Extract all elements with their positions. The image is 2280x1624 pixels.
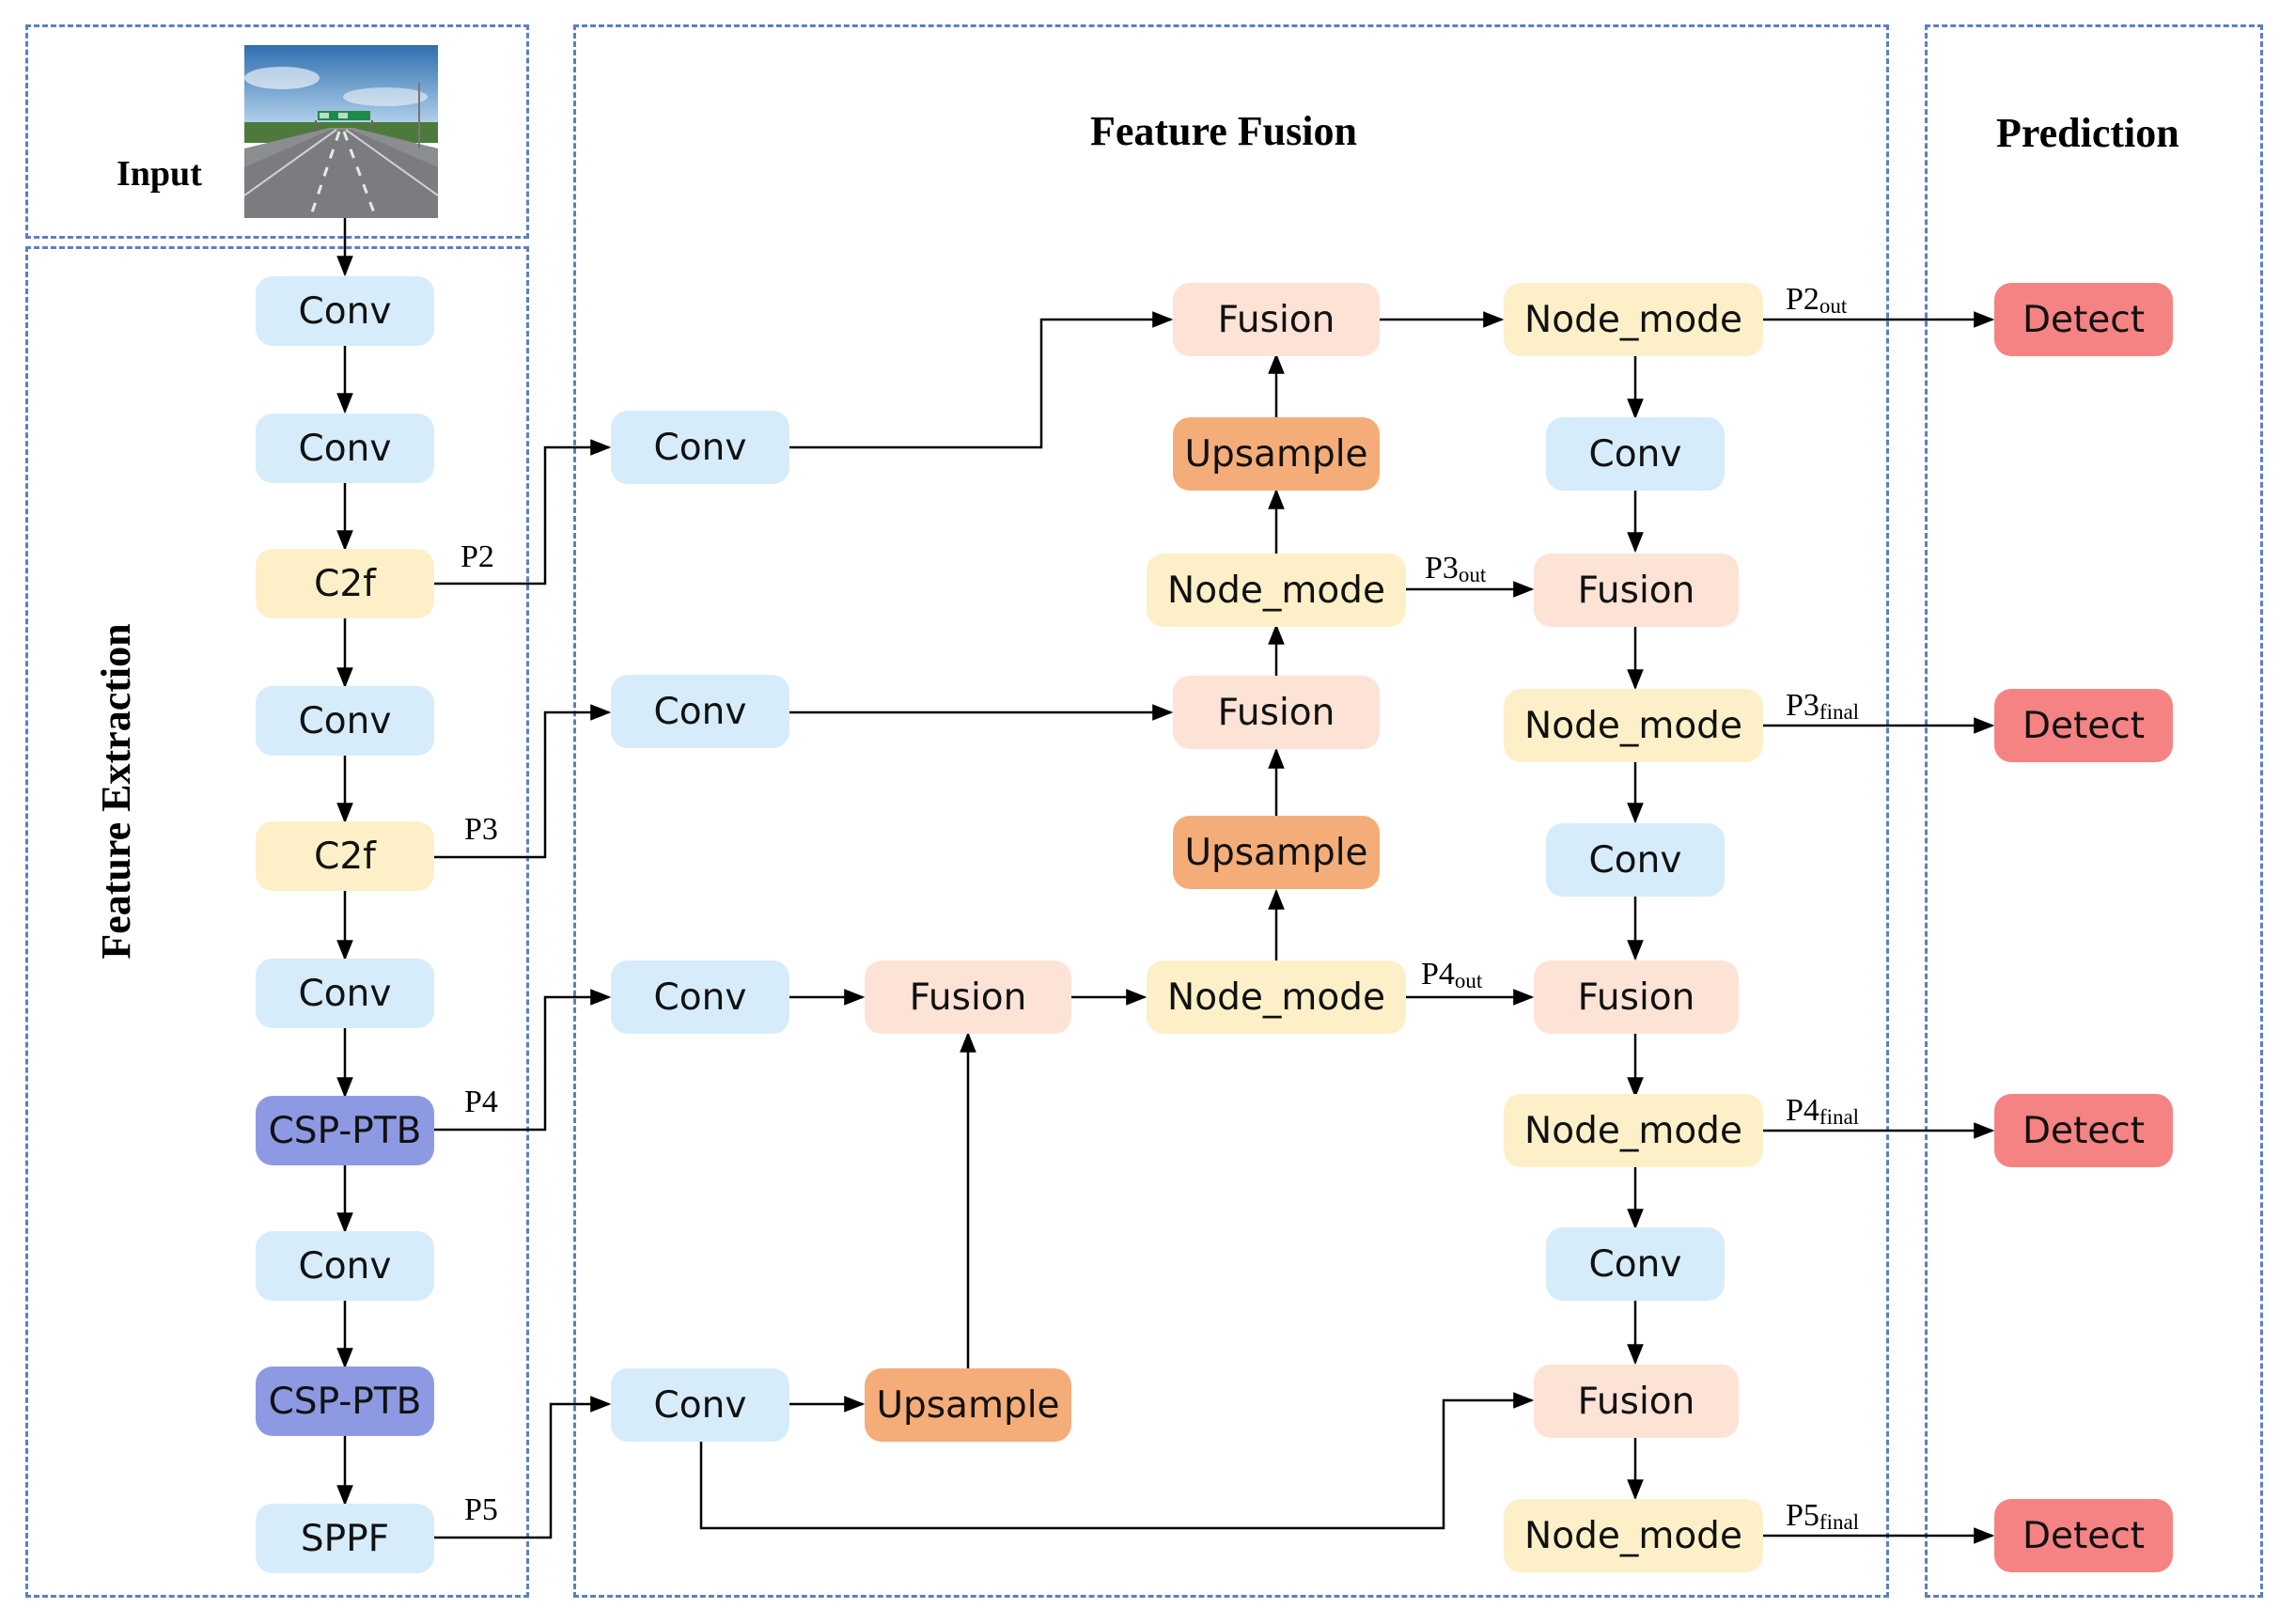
input-title: Input	[117, 154, 202, 194]
neck-upsample-top: Upsample	[1173, 417, 1380, 491]
neck-node-mode-p3: Node_mode	[1147, 554, 1406, 627]
backbone-sppf: SPPF	[256, 1504, 434, 1573]
detect-head-p5: Detect	[1994, 1499, 2173, 1572]
neck-conv-p4: Conv	[611, 960, 789, 1034]
neck-fusion-down-p5: Fusion	[1534, 1365, 1739, 1438]
feature-fusion-panel	[573, 24, 1889, 1598]
detect-head-p4: Detect	[1994, 1094, 2173, 1167]
edge-label-p3-final: P3final	[1786, 688, 1860, 724]
feature-extraction-panel	[25, 246, 529, 1598]
neck-node-mode-final-p4: Node_mode	[1504, 1094, 1763, 1167]
input-panel	[25, 24, 529, 239]
backbone-conv-4: Conv	[256, 959, 434, 1028]
feature-fusion-title: Feature Fusion	[1090, 108, 1357, 154]
tap-label-p3: P3	[464, 812, 498, 847]
neck-node-mode-p4: Node_mode	[1147, 960, 1406, 1034]
detect-head-p3: Detect	[1994, 689, 2173, 762]
neck-conv-p5: Conv	[611, 1368, 789, 1442]
backbone-c2f-2: C2f	[256, 821, 434, 891]
neck-conv-p2: Conv	[611, 411, 789, 484]
edge-label-p4-out: P4out	[1421, 957, 1483, 992]
neck-fusion-down-p3: Fusion	[1534, 554, 1739, 627]
neck-conv-p3: Conv	[611, 675, 789, 748]
prediction-title: Prediction	[1996, 110, 2179, 156]
backbone-conv-2: Conv	[256, 414, 434, 483]
neck-conv-down-2: Conv	[1546, 823, 1725, 897]
edge-label-p4-final: P4final	[1786, 1093, 1860, 1129]
neck-fusion-p3: Fusion	[1173, 676, 1380, 749]
tap-label-p5: P5	[464, 1492, 498, 1527]
neck-node-mode-final-p3: Node_mode	[1504, 689, 1763, 762]
backbone-conv-1: Conv	[256, 276, 434, 346]
neck-fusion-p2: Fusion	[1173, 283, 1380, 356]
neck-conv-down-3: Conv	[1546, 1227, 1725, 1301]
neck-fusion-down-p4: Fusion	[1534, 960, 1739, 1034]
backbone-csp-ptb-1: CSP-PTB	[256, 1096, 434, 1165]
detect-head-p2: Detect	[1994, 283, 2173, 356]
neck-conv-down-1: Conv	[1546, 417, 1725, 491]
edge-label-p3-out: P3out	[1425, 551, 1487, 586]
edge-label-p2-out: P2out	[1786, 282, 1848, 318]
neck-upsample-low: Upsample	[865, 1368, 1071, 1442]
backbone-conv-3: Conv	[256, 686, 434, 756]
neck-upsample-mid: Upsample	[1173, 816, 1380, 889]
prediction-panel	[1925, 24, 2263, 1598]
input-road-image	[244, 45, 438, 218]
edge-label-p5-final: P5final	[1786, 1498, 1860, 1534]
backbone-conv-5: Conv	[256, 1231, 434, 1301]
backbone-csp-ptb-2: CSP-PTB	[256, 1366, 434, 1436]
tap-label-p2: P2	[461, 539, 494, 574]
neck-fusion-p4: Fusion	[865, 960, 1071, 1034]
neck-node-mode-p2: Node_mode	[1504, 283, 1763, 356]
backbone-c2f-1: C2f	[256, 549, 434, 618]
tap-label-p4: P4	[464, 1085, 498, 1119]
neck-node-mode-final-p5: Node_mode	[1504, 1499, 1763, 1572]
